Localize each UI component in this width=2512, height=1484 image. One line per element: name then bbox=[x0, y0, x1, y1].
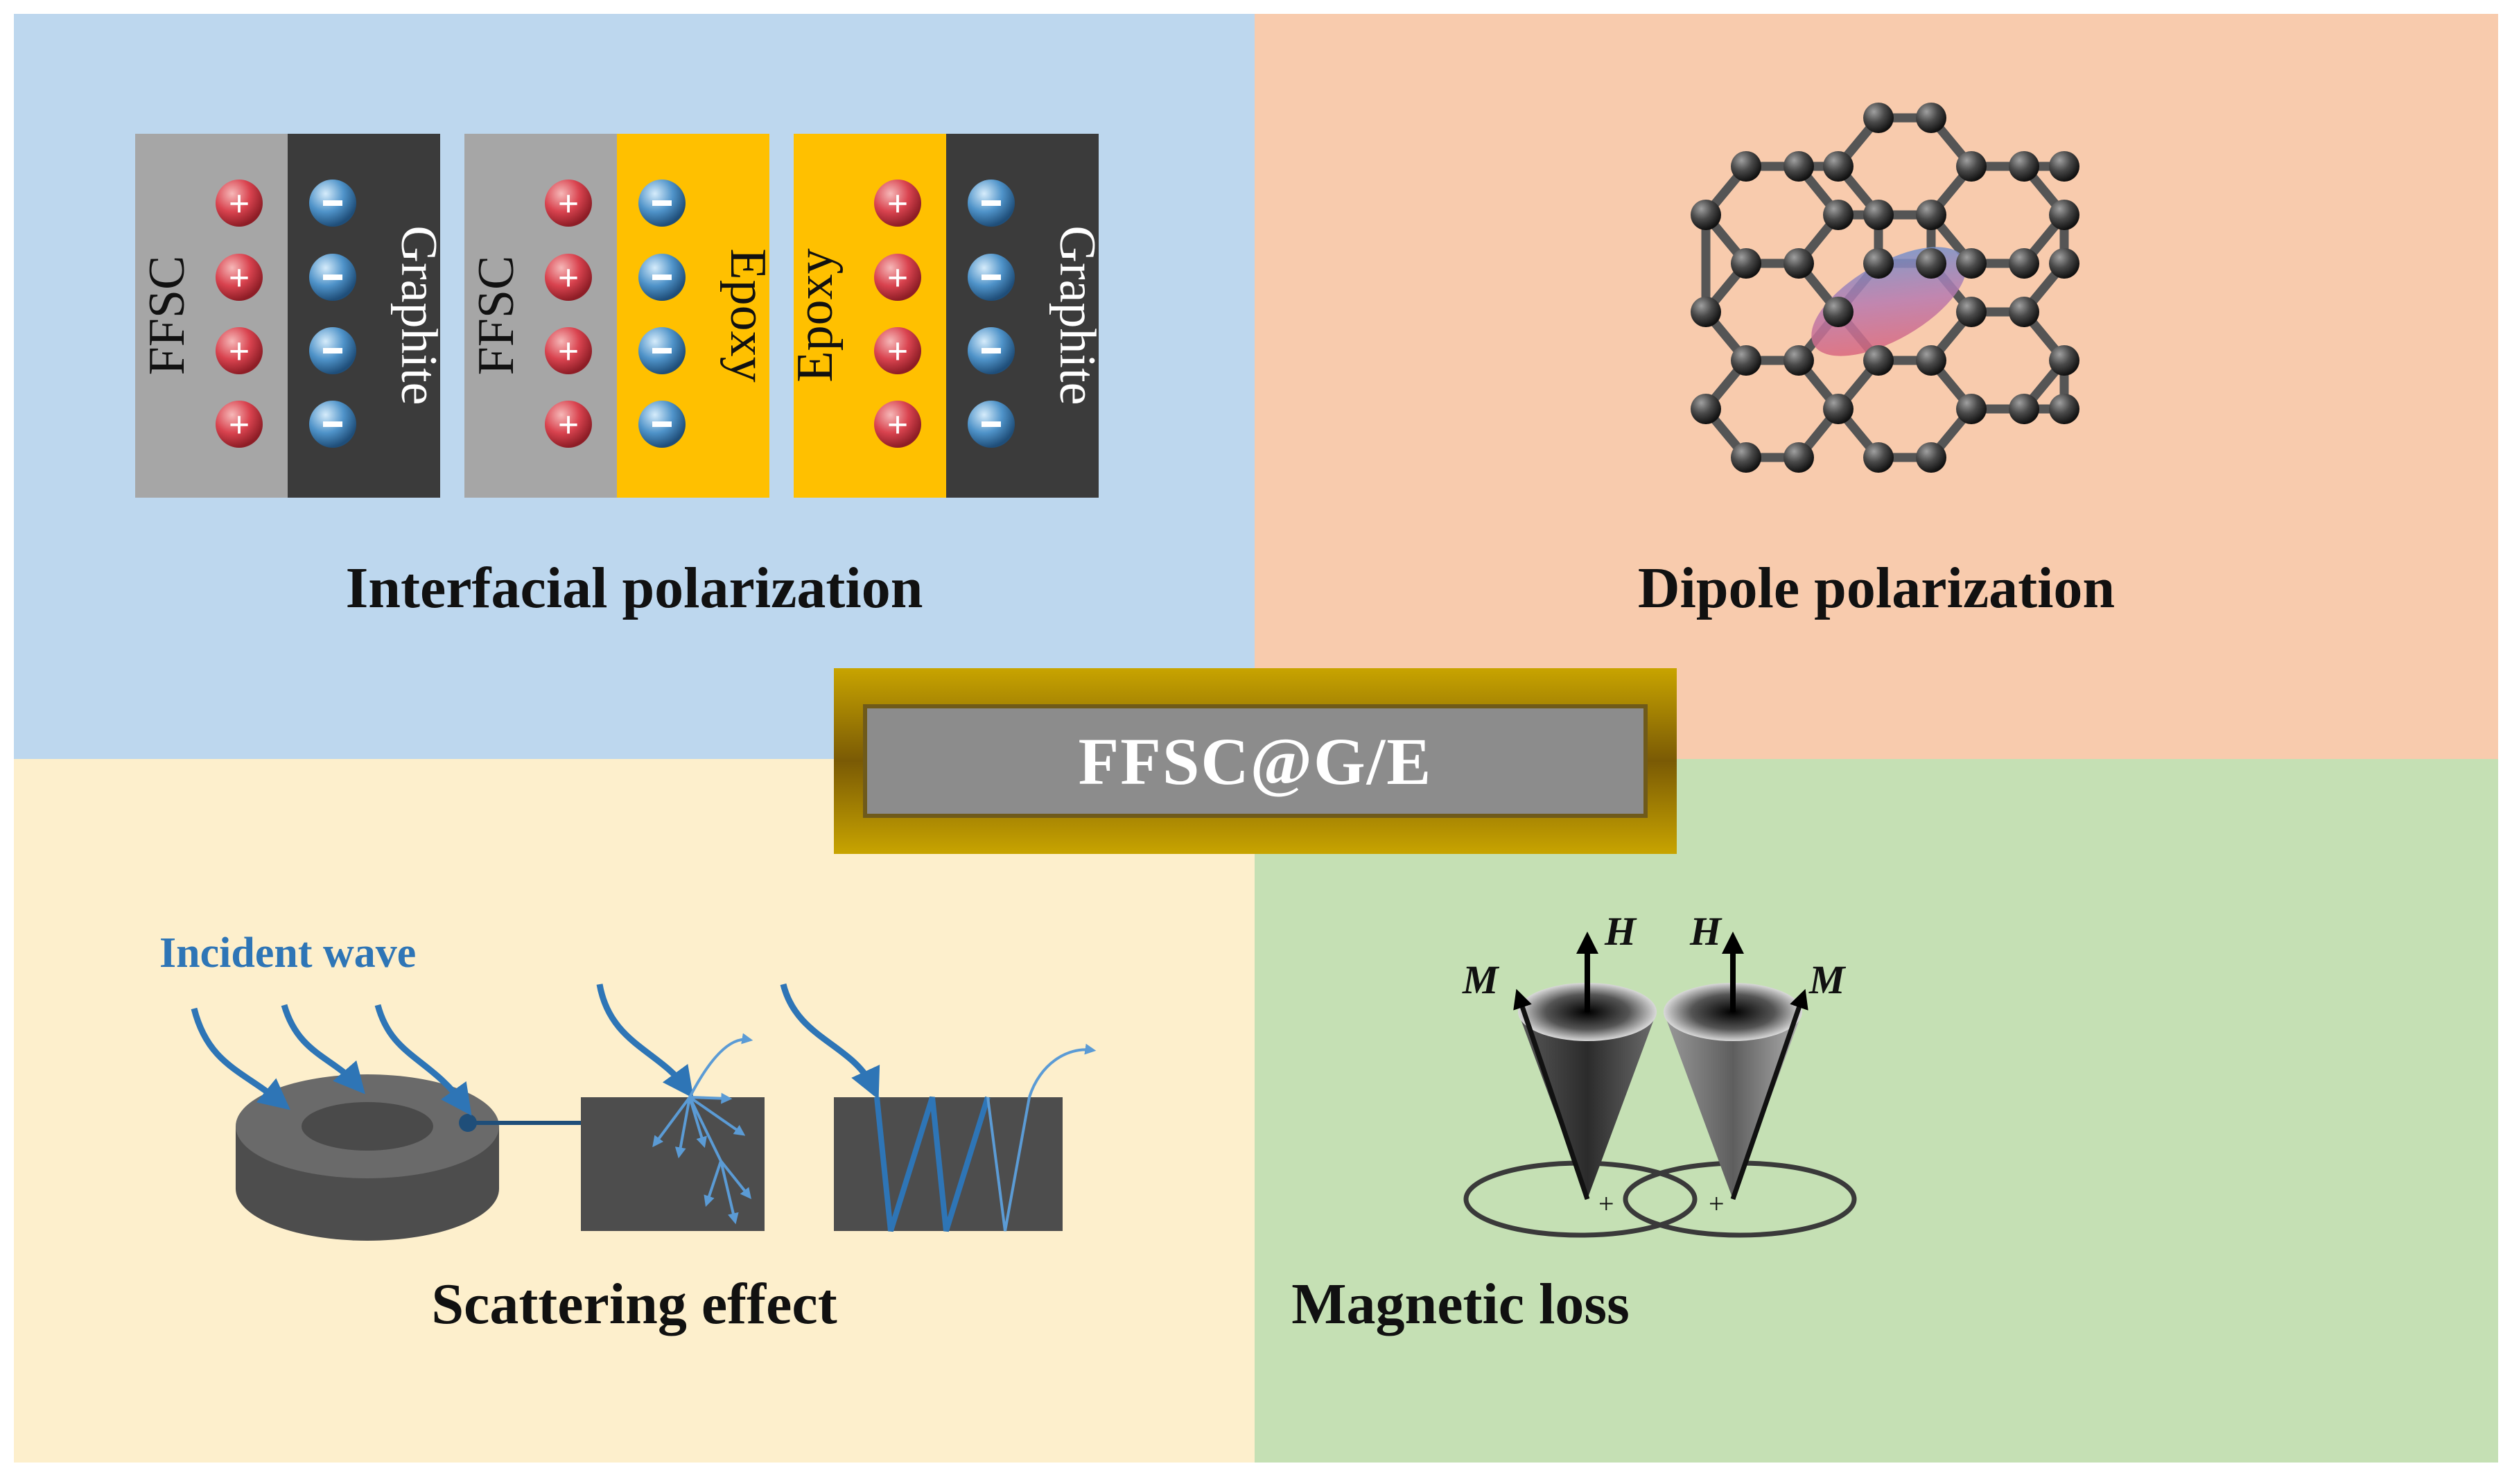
magnetic-caption: Magnetic loss bbox=[1291, 1272, 1630, 1336]
ffsc-layer bbox=[135, 134, 288, 498]
interface-panel-ffsc-graphite: FFSC Graphite + + + + bbox=[135, 134, 447, 498]
incident-wave-label: Incident wave bbox=[159, 929, 416, 977]
moment-arrow bbox=[1730, 988, 1808, 1201]
svg-text:+: + bbox=[558, 404, 579, 446]
epoxy-layer bbox=[794, 134, 946, 498]
positive-charges: + + + + bbox=[874, 180, 921, 448]
positive-charges: + + + + bbox=[545, 180, 592, 448]
svg-text:+: + bbox=[558, 257, 579, 299]
right-spin-cone bbox=[1664, 932, 1808, 1201]
svg-text:+: + bbox=[887, 183, 909, 225]
svg-text:+: + bbox=[229, 257, 250, 299]
svg-text:+: + bbox=[887, 331, 909, 372]
plus-label-left: + bbox=[1598, 1188, 1614, 1219]
moment-label-left: M bbox=[1462, 957, 1500, 1002]
dipole-polarization-panel: Dipole polarization bbox=[1255, 14, 2498, 759]
scattering-block bbox=[581, 1097, 765, 1231]
incident-wave-arrow bbox=[596, 984, 694, 1099]
current-loops bbox=[1463, 1160, 1857, 1238]
interfacial-caption: Interfacial polarization bbox=[345, 556, 923, 620]
field-label-right: H bbox=[1689, 909, 1722, 954]
graphene-lattice-diagram bbox=[1691, 103, 2079, 473]
multiple-reflection-path bbox=[874, 1043, 1097, 1232]
epoxy-label: Epoxy bbox=[787, 248, 844, 382]
center-title: FFSC@G/E bbox=[1078, 724, 1433, 798]
svg-text:+: + bbox=[887, 404, 909, 446]
moment-label-right: M bbox=[1808, 957, 1847, 1002]
scattered-rays bbox=[652, 1033, 753, 1225]
svg-text:+: + bbox=[229, 404, 250, 446]
graphite-label: Graphite bbox=[1049, 226, 1106, 405]
ffsc-label: FFSC bbox=[468, 256, 525, 376]
graphite-label: Graphite bbox=[390, 226, 447, 405]
field-label-left: H bbox=[1604, 909, 1637, 954]
scattering-diagram: Incident wave bbox=[159, 929, 1097, 1241]
negative-charges bbox=[309, 180, 356, 448]
magnetic-precession-diagram: H M H M + + bbox=[1462, 909, 1857, 1238]
incident-wave-arrow bbox=[780, 983, 880, 1100]
interface-panel-ffsc-epoxy: FFSC Epoxy + + + + bbox=[464, 134, 776, 498]
negative-charges bbox=[968, 180, 1015, 448]
left-spin-cone bbox=[1513, 932, 1657, 1201]
svg-text:+: + bbox=[229, 183, 250, 225]
dipole-caption: Dipole polarization bbox=[1637, 556, 2116, 620]
interfacial-polarization-panel: FFSC Graphite + + + + FFSC Epoxy + bbox=[14, 14, 1255, 759]
center-title-inner: FFSC@G/E bbox=[863, 704, 1648, 818]
epoxy-label: Epoxy bbox=[719, 248, 776, 382]
incident-wave-arrows bbox=[191, 1004, 472, 1116]
interfacial-diagram: FFSC Graphite + + + + FFSC Epoxy + bbox=[135, 134, 1106, 498]
positive-charges: + + + + bbox=[216, 180, 263, 448]
svg-text:+: + bbox=[558, 331, 579, 372]
scattering-caption: Scattering effect bbox=[431, 1272, 837, 1336]
toroid-ring bbox=[236, 1074, 499, 1241]
ffsc-label: FFSC bbox=[139, 256, 195, 376]
reflection-block bbox=[834, 1097, 1063, 1231]
negative-charges bbox=[638, 180, 686, 448]
svg-text:+: + bbox=[229, 331, 250, 372]
svg-text:+: + bbox=[558, 183, 579, 225]
interface-panel-epoxy-graphite: Epoxy Graphite + + + + bbox=[787, 134, 1106, 498]
magnetic-loss-panel: H M H M + + Magnetic loss bbox=[1255, 759, 2498, 1463]
svg-text:+: + bbox=[887, 257, 909, 299]
ffsc-layer bbox=[464, 134, 617, 498]
carbon-atoms bbox=[1691, 103, 2079, 473]
plus-label-right: + bbox=[1709, 1188, 1725, 1219]
center-title-box: FFSC@G/E bbox=[834, 668, 1677, 854]
moment-arrow bbox=[1513, 988, 1590, 1201]
scattering-effect-panel: Incident wave bbox=[14, 759, 1255, 1463]
